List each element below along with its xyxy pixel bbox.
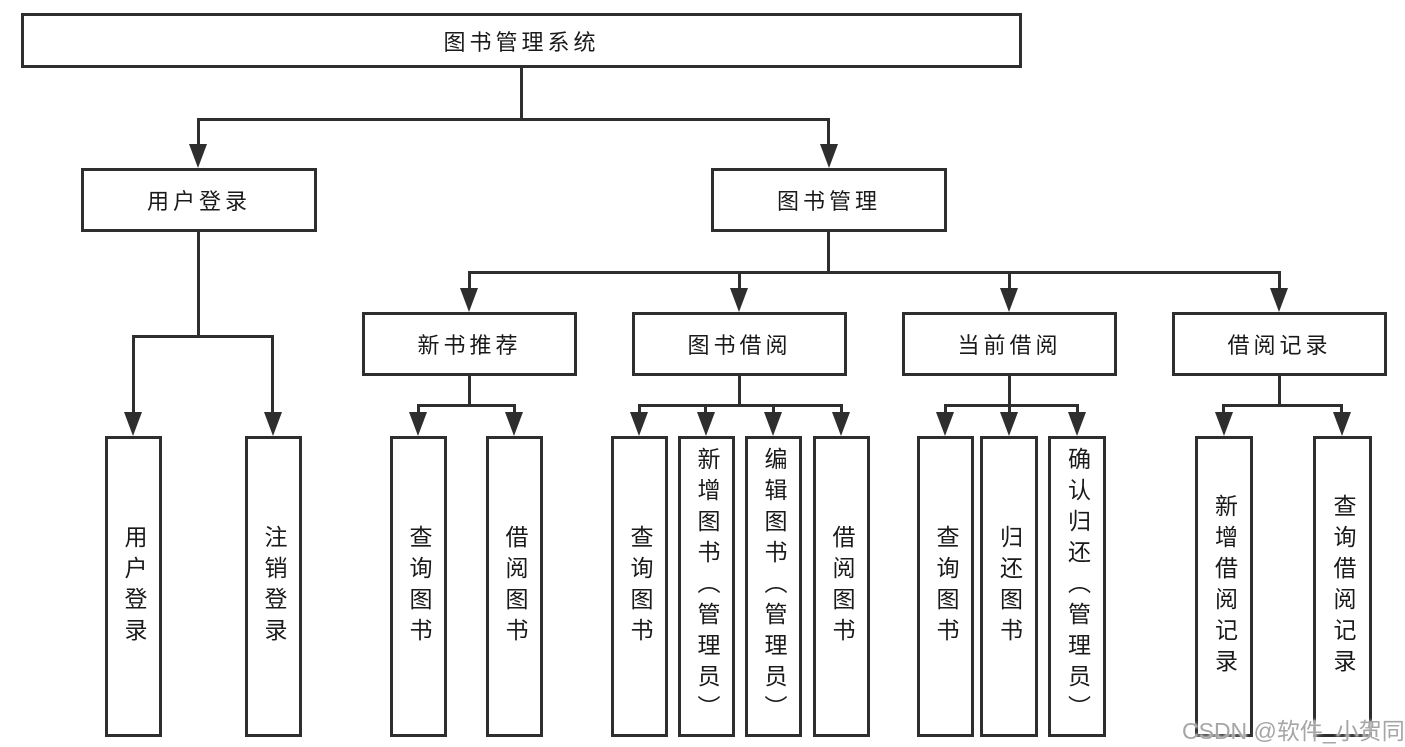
connector-line <box>944 404 1079 407</box>
connector-line <box>638 404 843 407</box>
node-book-management: 图书管理 <box>711 168 947 232</box>
connector-line <box>738 271 741 290</box>
node-library-management-system: 图书管理系统 <box>21 13 1022 68</box>
node-label: 用户登录 <box>121 524 147 649</box>
connector-line <box>468 271 471 290</box>
node-label: 查询借阅记录 <box>1330 493 1356 680</box>
arrowhead-down-icon <box>264 412 282 436</box>
arrowhead-down-icon <box>1000 288 1018 312</box>
node-new-book-recommend: 新书推荐 <box>362 312 577 376</box>
arrowhead-down-icon <box>189 144 207 168</box>
connector-line <box>1008 271 1011 290</box>
arrowhead-down-icon <box>820 144 838 168</box>
leaf-logout: 注销登录 <box>245 436 302 737</box>
connector-line <box>1278 376 1281 406</box>
connector-line <box>1340 404 1343 416</box>
arrowhead-down-icon <box>936 412 954 436</box>
node-label: 新增图书（管理员） <box>694 447 720 726</box>
connector-line <box>417 404 516 407</box>
connector-line <box>944 404 947 416</box>
connector-line <box>1008 376 1011 406</box>
connector-line <box>132 335 135 415</box>
connector-line <box>827 232 830 273</box>
leaf-borrow-books-recommend: 借阅图书 <box>486 436 543 737</box>
node-label: 注销登录 <box>261 524 287 649</box>
connector-line <box>520 67 523 120</box>
connector-line <box>468 376 471 406</box>
arrowhead-down-icon <box>832 412 850 436</box>
leaf-confirm-return-admin: 确认归还（管理员） <box>1048 436 1106 737</box>
connector-line <box>840 404 843 416</box>
node-label: 用户登录 <box>146 189 251 214</box>
arrowhead-down-icon <box>697 412 715 436</box>
connector-line <box>704 404 707 416</box>
node-label: 图书管理 <box>776 189 881 214</box>
node-label: 新书推荐 <box>417 333 522 358</box>
connector-line <box>468 271 1281 274</box>
arrowhead-down-icon <box>409 412 427 436</box>
arrowhead-down-icon <box>1215 412 1233 436</box>
connector-line <box>738 376 741 406</box>
arrowhead-down-icon <box>764 412 782 436</box>
connector-line <box>1076 404 1079 416</box>
node-label: 查询图书 <box>406 524 432 649</box>
connector-line <box>827 118 830 148</box>
node-borrowing-records: 借阅记录 <box>1172 312 1387 376</box>
node-label: 借阅记录 <box>1227 333 1332 358</box>
node-user-login: 用户登录 <box>81 168 317 232</box>
leaf-query-books-current: 查询图书 <box>917 436 974 737</box>
arrowhead-down-icon <box>1068 412 1086 436</box>
connector-line <box>1222 404 1225 416</box>
node-label: 查询图书 <box>933 524 959 649</box>
arrowhead-down-icon <box>1270 288 1288 312</box>
node-label: 图书管理系统 <box>443 29 600 55</box>
node-label: 借阅图书 <box>502 524 528 649</box>
connector-line <box>197 118 830 121</box>
arrowhead-down-icon <box>124 412 142 436</box>
node-label: 图书借阅 <box>687 333 792 358</box>
node-current-borrowing: 当前借阅 <box>902 312 1117 376</box>
connector-line <box>197 232 200 335</box>
leaf-user-login: 用户登录 <box>105 436 162 737</box>
connector-line <box>772 404 775 416</box>
node-label: 查询图书 <box>627 524 653 649</box>
connector-line <box>197 118 200 148</box>
csdn-watermark: CSDN @软件_小贺同学 <box>1182 718 1405 744</box>
connector-line <box>638 404 641 416</box>
node-label: 归还图书 <box>996 524 1023 649</box>
leaf-edit-books-admin: 编辑图书（管理员） <box>745 436 802 737</box>
node-label: 编辑图书（管理员） <box>761 447 787 726</box>
connector-line <box>1278 271 1281 290</box>
leaf-query-books-recommend: 查询图书 <box>390 436 447 737</box>
arrowhead-down-icon <box>505 412 523 436</box>
leaf-borrow-books: 借阅图书 <box>813 436 870 737</box>
arrowhead-down-icon <box>1000 412 1018 436</box>
node-label: 当前借阅 <box>957 333 1062 358</box>
arrowhead-down-icon <box>1333 412 1351 436</box>
connector-line <box>271 335 274 415</box>
arrowhead-down-icon <box>630 412 648 436</box>
leaf-return-books: 归还图书 <box>980 436 1038 737</box>
node-label: 新增借阅记录 <box>1211 493 1238 680</box>
node-book-borrowing: 图书借阅 <box>632 312 847 376</box>
connector-line <box>1008 404 1011 416</box>
arrowhead-down-icon <box>730 288 748 312</box>
connector-line <box>417 404 420 416</box>
node-label: 借阅图书 <box>829 524 855 649</box>
leaf-query-books-borrow: 查询图书 <box>611 436 668 737</box>
leaf-query-borrow-record: 查询借阅记录 <box>1313 436 1372 737</box>
connector-line <box>1222 404 1343 407</box>
node-label: 确认归还（管理员） <box>1064 447 1091 726</box>
leaf-add-books-admin: 新增图书（管理员） <box>678 436 735 737</box>
connector-line <box>132 335 274 338</box>
arrowhead-down-icon <box>460 288 478 312</box>
leaf-add-borrow-record: 新增借阅记录 <box>1195 436 1253 737</box>
connector-line <box>513 404 516 416</box>
